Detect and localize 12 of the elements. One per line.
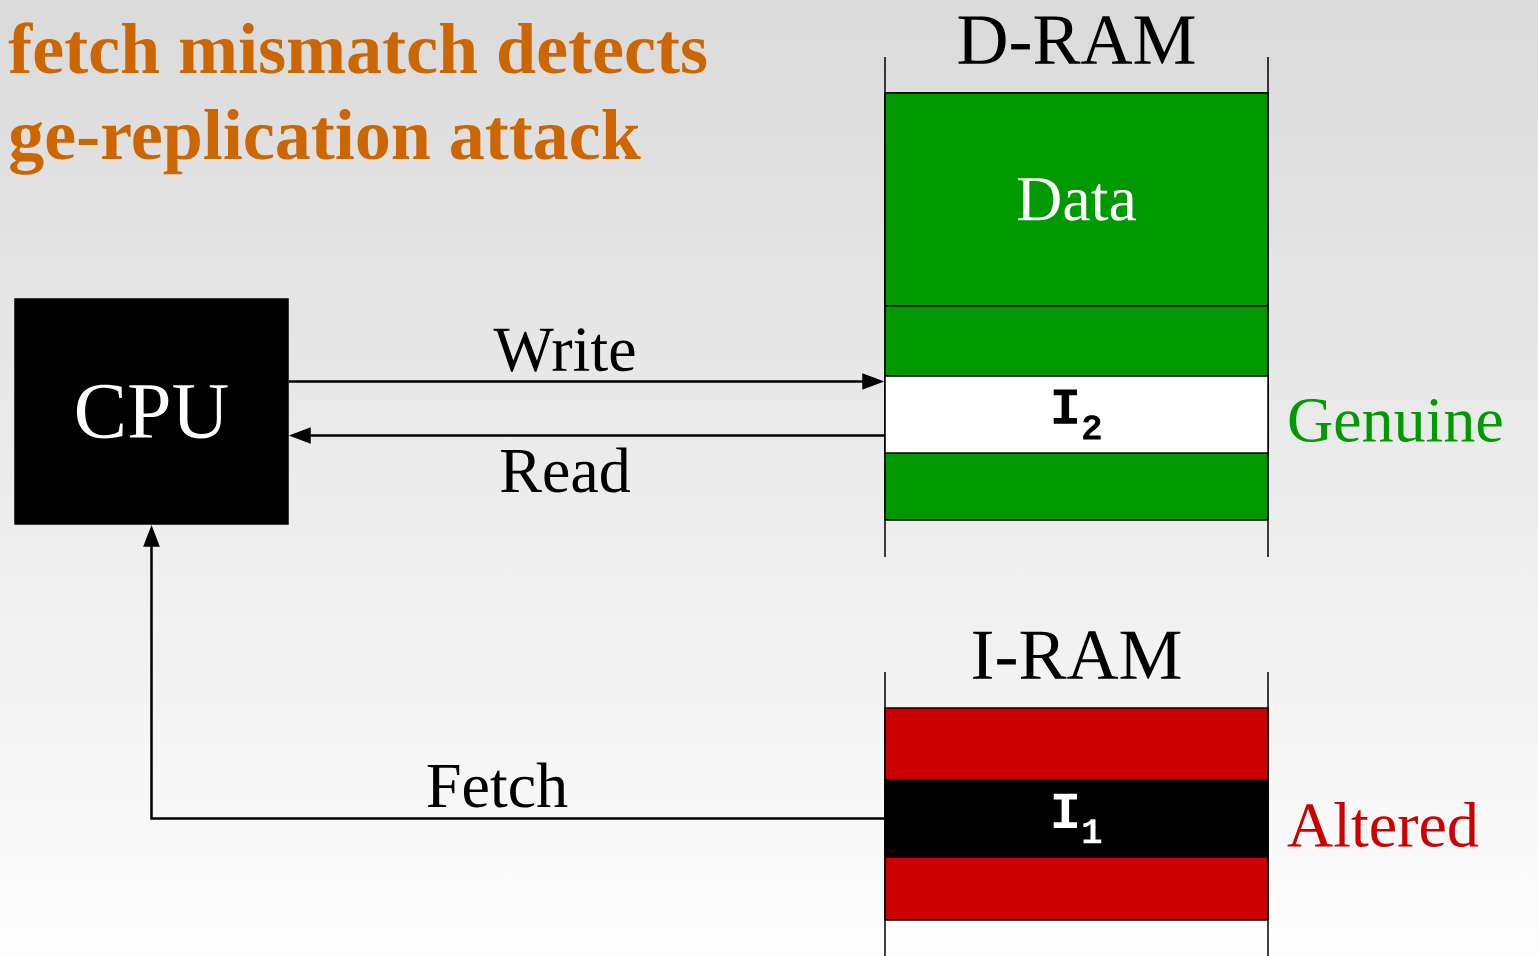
- edge-label: Read: [501, 447, 630, 493]
- cpu-box: CPU: [14, 298, 289, 525]
- node-label: I-RAM: [973, 631, 1181, 679]
- status-label: Altered: [1287, 802, 1479, 848]
- title: fetch mismatch detects ge-replication attack: [8, 22, 707, 175]
- edge-label: Write: [493, 328, 635, 372]
- edge-label: Fetch: [427, 762, 568, 808]
- memory-block: Data: [884, 92, 1269, 307]
- memory-row: I$_{1}$: [884, 779, 1269, 858]
- status-label: Genuine: [1289, 399, 1502, 442]
- node-label: D-RAM: [958, 16, 1195, 64]
- memory-row: I$_{2}$: [884, 375, 1269, 454]
